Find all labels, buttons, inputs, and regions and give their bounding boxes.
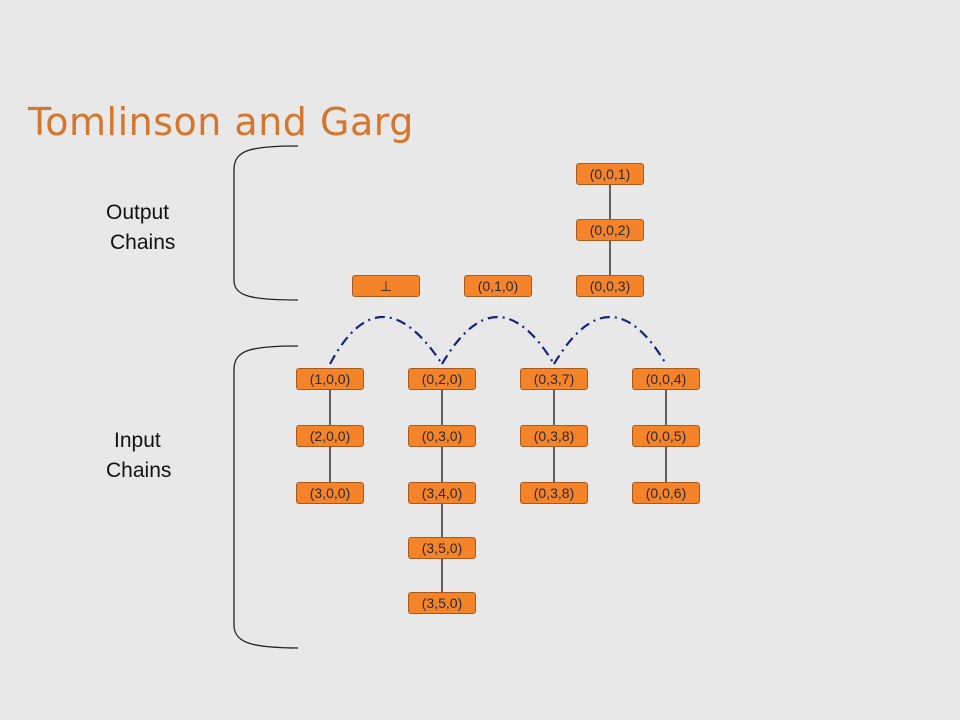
input-node: (0,3,8) — [520, 482, 588, 504]
merge-arc — [553, 315, 667, 365]
input-node: (0,3,8) — [520, 425, 588, 447]
output-chains-label: Output Chains — [106, 198, 175, 258]
node-0-0-3: (0,0,3) — [576, 275, 644, 297]
node-0-0-2: (0,0,2) — [576, 219, 644, 241]
input-node: (0,0,5) — [632, 425, 700, 447]
input-node: (0,0,4) — [632, 368, 700, 390]
input-node: (0,2,0) — [408, 368, 476, 390]
input-bracket — [233, 345, 299, 649]
node-0-0-1: (0,0,1) — [576, 163, 644, 185]
input-node: (3,4,0) — [408, 482, 476, 504]
input-chains-label: Input Chains — [106, 426, 171, 486]
node-0-1-0: (0,1,0) — [464, 275, 532, 297]
chain-connectors — [329, 185, 667, 592]
merge-arcs — [329, 315, 667, 365]
input-node: (3,5,0) — [408, 537, 476, 559]
page-title: Tomlinson and Garg — [28, 100, 414, 144]
node-bottom: ⊥ — [352, 275, 420, 297]
merge-arc — [441, 315, 555, 365]
input-node: (3,0,0) — [296, 482, 364, 504]
merge-arc — [329, 315, 443, 365]
input-node: (1,0,0) — [296, 368, 364, 390]
input-node: (3,5,0) — [408, 592, 476, 614]
input-label-line1: Input — [114, 429, 161, 452]
output-bracket — [233, 145, 299, 301]
input-node: (0,3,0) — [408, 425, 476, 447]
input-node: (0,3,7) — [520, 368, 588, 390]
output-label-line2: Chains — [110, 231, 176, 254]
input-node: (0,0,6) — [632, 482, 700, 504]
input-label-line2: Chains — [106, 459, 172, 482]
input-node: (2,0,0) — [296, 425, 364, 447]
output-label-line1: Output — [106, 201, 170, 224]
